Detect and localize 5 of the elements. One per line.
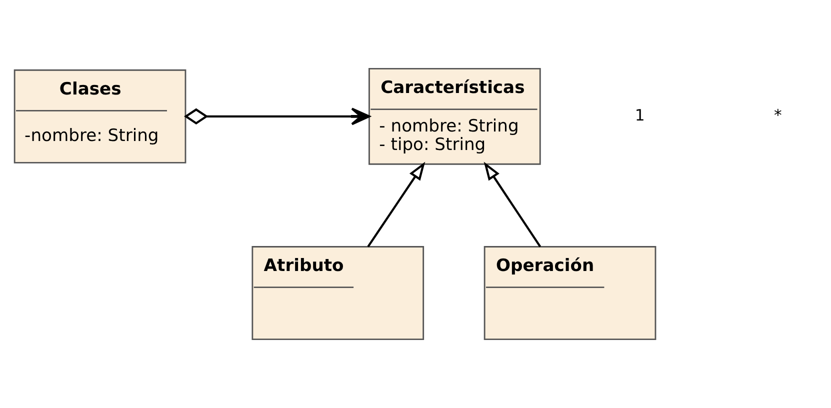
arrow [484,162,542,248]
arrow [367,162,426,248]
label: * [774,105,782,124]
arrow [184,108,370,126]
label: 1 [634,105,645,124]
